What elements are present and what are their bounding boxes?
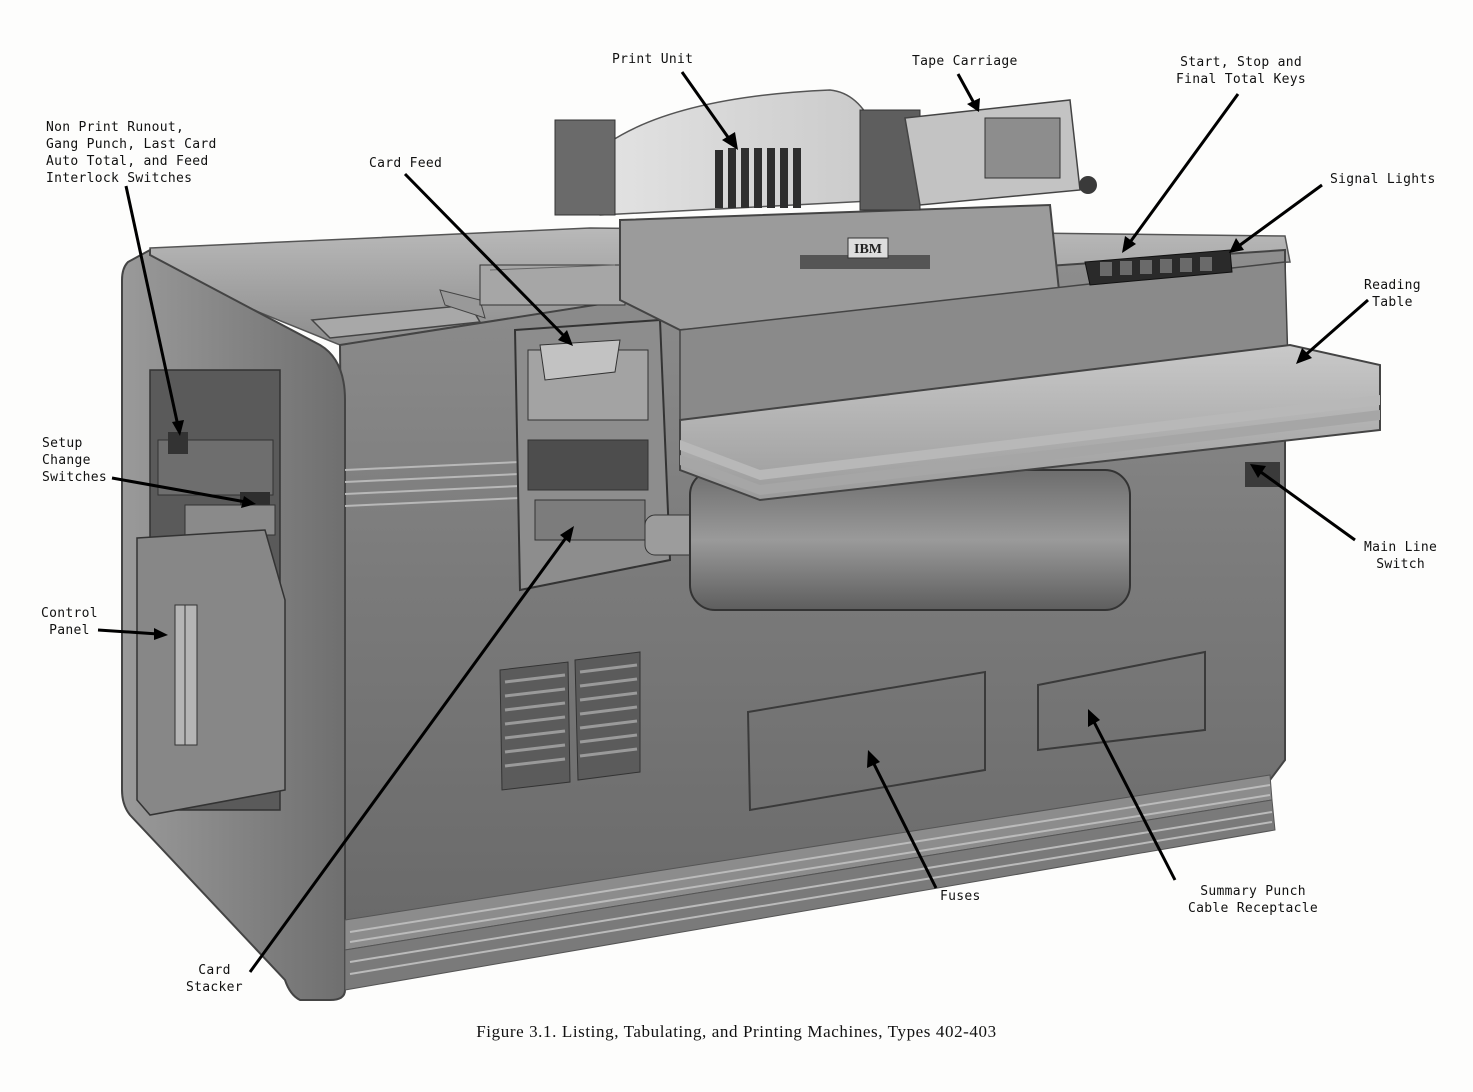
arrow-setup-change (111, 476, 247, 504)
figure-caption: Figure 3.1. Listing, Tabulating, and Pri… (476, 1022, 997, 1041)
arrowhead (154, 628, 168, 640)
arrowhead (967, 98, 980, 112)
arrowhead (1088, 709, 1100, 727)
arrow-signal-lights (1235, 183, 1323, 250)
arrowhead (1229, 238, 1244, 253)
arrow-main-line-switch (1257, 468, 1356, 542)
arrow-tape-carriage (956, 73, 977, 106)
arrow-summary-punch (1090, 717, 1177, 881)
label-signal-lights: Signal Lights (1330, 172, 1436, 187)
label-card-stacker: Card Stacker (186, 963, 243, 995)
arrow-control-panel (97, 628, 159, 636)
label-tape-carriage: Tape Carriage (912, 54, 1018, 69)
label-non-print-switches: Non Print Runout, Gang Punch, Last Card … (46, 120, 217, 186)
label-card-feed: Card Feed (369, 156, 443, 171)
arrowhead (1296, 348, 1312, 364)
arrow-non-print-switches (124, 185, 180, 427)
arrow-fuses (870, 759, 938, 889)
arrow-start-stop-keys (1126, 93, 1240, 246)
label-fuses: Fuses (940, 889, 981, 904)
arrowhead (172, 420, 184, 436)
arrowhead (241, 496, 256, 508)
label-start-stop-keys: Start, Stop and Final Total Keys (1176, 55, 1307, 87)
label-setup-change: Setup Change Switches (42, 436, 108, 485)
nameplate-band (800, 255, 930, 269)
arrowhead (558, 330, 573, 346)
arrowhead (1122, 236, 1136, 253)
arrow-reading-table (1301, 298, 1369, 360)
arrowhead (722, 132, 738, 150)
arrowhead (1250, 464, 1266, 478)
label-reading-table: Reading Table (1364, 278, 1421, 310)
arrow-card-stacker (248, 534, 570, 973)
arrow-print-unit (680, 71, 732, 141)
callout-arrows (97, 71, 1369, 973)
label-control-panel: Control Panel (41, 606, 98, 638)
arrowhead (867, 750, 880, 768)
arrowhead (560, 526, 574, 543)
ibm-nameplate: IBM (854, 242, 882, 257)
arrow-card-feed (403, 172, 568, 340)
label-main-line-switch: Main Line Switch (1364, 540, 1438, 572)
label-summary-punch: Summary Punch Cable Receptacle (1188, 884, 1319, 916)
label-print-unit: Print Unit (612, 52, 694, 67)
